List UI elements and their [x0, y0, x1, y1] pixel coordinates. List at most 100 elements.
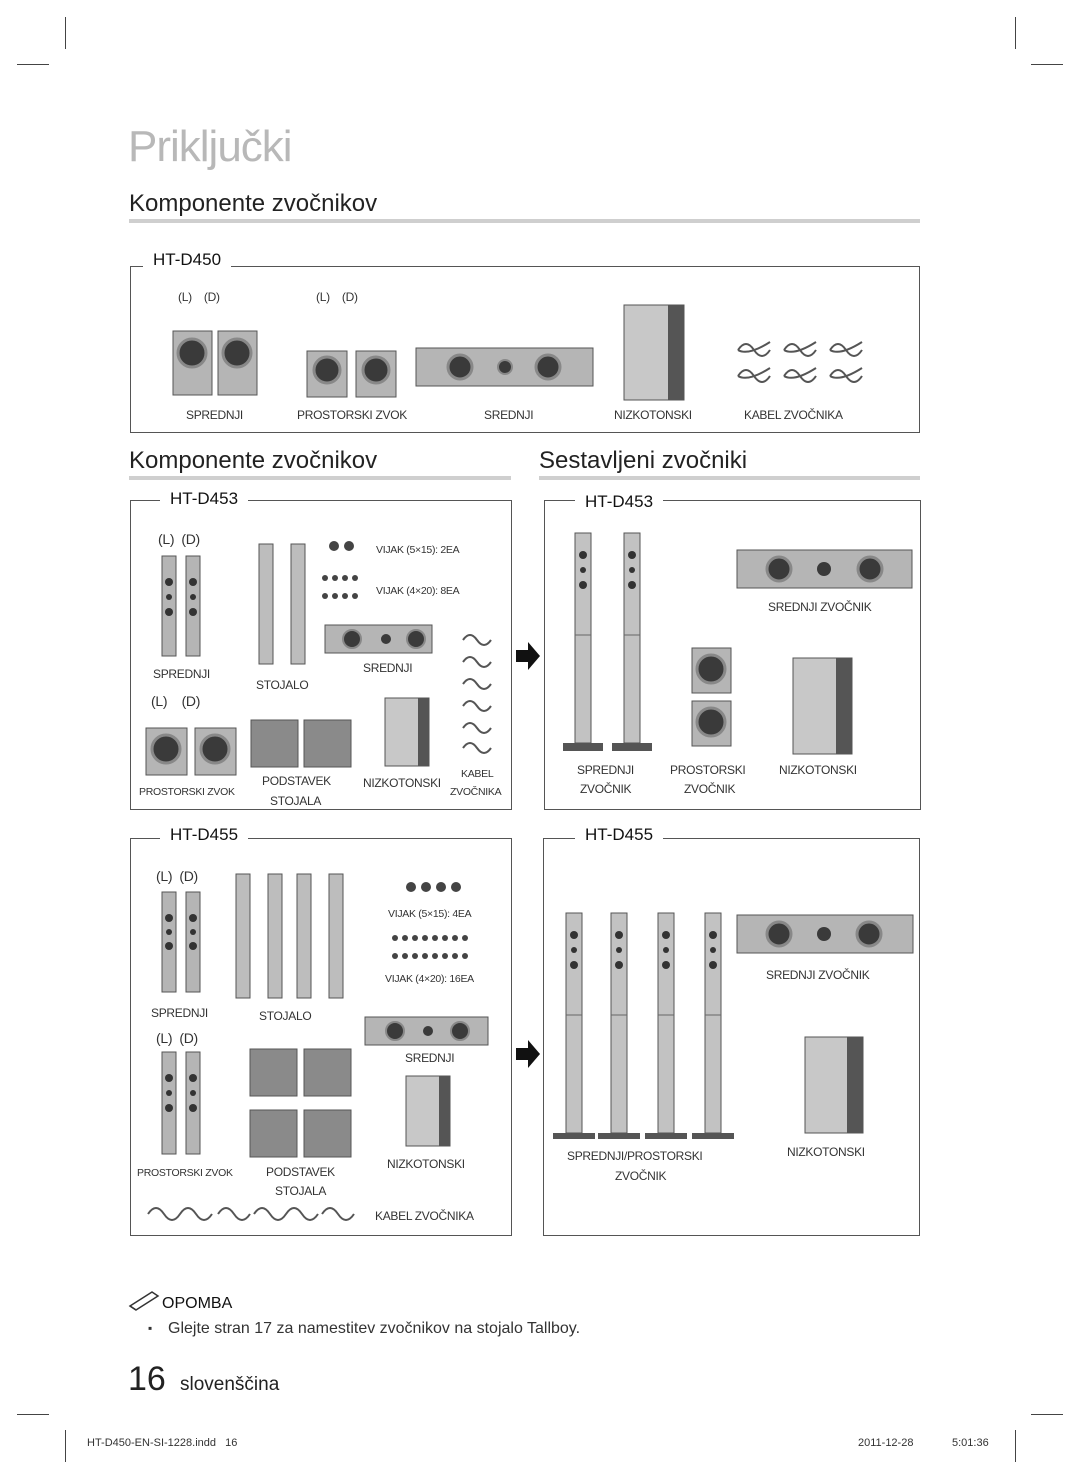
subwoofer-illustration	[384, 697, 430, 767]
cable-label: KABEL	[461, 768, 494, 780]
section-title: Komponente zvočnikov	[129, 190, 378, 217]
stand-base-label: STOJALA	[275, 1184, 327, 1198]
crop-mark	[17, 64, 49, 65]
center-speaker-illustration	[736, 914, 914, 954]
surround-speaker-illustration	[161, 1051, 201, 1155]
arrow-right-icon	[516, 642, 540, 670]
speaker-cable-illustration	[147, 1207, 355, 1221]
ht-d453-components-panel	[130, 500, 512, 810]
front-speaker-illustration	[172, 330, 258, 396]
front-label: SPREDNJI	[577, 763, 634, 777]
center-speaker-illustration	[364, 1016, 489, 1046]
subwoofer-label: NIZKOTONSKI	[787, 1145, 865, 1159]
speaker-cable-illustration	[737, 341, 863, 383]
center-label: SREDNJI ZVOČNIK	[768, 600, 872, 614]
page-number: 16	[128, 1360, 166, 1398]
screw-label: VIJAK (5×15): 2EA	[376, 544, 460, 556]
subwoofer-label: NIZKOTONSKI	[387, 1157, 465, 1171]
center-label: SREDNJI	[363, 661, 413, 675]
lr-label: (L) (D)	[156, 868, 198, 884]
screw-label: VIJAK (4×20): 16EA	[385, 973, 474, 985]
crop-mark	[1031, 1414, 1063, 1415]
ht-d450-panel	[130, 266, 920, 433]
note-text: Glejte stran 17 za namestitev zvočnikov …	[168, 1320, 581, 1337]
subwoofer-illustration	[623, 304, 685, 401]
language-label: slovenščina	[180, 1374, 280, 1395]
crop-mark	[1015, 1430, 1016, 1462]
footer-date: 2011-12-28	[858, 1437, 914, 1449]
center-label: SREDNJI	[405, 1051, 455, 1065]
surround-speaker-illustration	[306, 350, 397, 398]
subwoofer-label: NIZKOTONSKI	[614, 408, 692, 422]
crop-mark	[17, 1414, 49, 1415]
stand-illustration	[258, 543, 306, 665]
screw-label: VIJAK (5×15): 4EA	[388, 908, 472, 920]
cable-label: KABEL ZVOČNIKA	[375, 1209, 474, 1223]
lr-label: (L) (D)	[151, 693, 201, 709]
crop-mark	[1015, 17, 1016, 49]
note-heading: OPOMBA	[162, 1295, 233, 1312]
section-rule	[129, 219, 920, 223]
screw-illustration	[322, 541, 358, 599]
crop-mark	[65, 17, 66, 49]
lr-label: (L) (D)	[178, 290, 220, 304]
front-speaker-illustration	[161, 891, 201, 993]
surround-label: PROSTORSKI ZVOK	[139, 786, 235, 798]
ht-d453-assembled-panel	[544, 500, 921, 810]
front-speaker-illustration	[161, 555, 201, 657]
subwoofer-label: NIZKOTONSKI	[363, 776, 441, 790]
model-label: HT-D453	[160, 489, 249, 509]
pencil-note-icon	[128, 1291, 160, 1311]
footer-time: 5:01:36	[952, 1437, 989, 1449]
center-speaker-illustration	[415, 347, 594, 387]
screw-label: VIJAK (4×20): 8EA	[376, 585, 460, 597]
lr-label: (L) (D)	[316, 290, 358, 304]
front-label: SPREDNJI	[153, 667, 210, 681]
center-label: SREDNJI ZVOČNIK	[766, 968, 870, 982]
ht-d455-components-panel	[130, 838, 512, 1236]
center-speaker-illustration	[324, 624, 433, 654]
lr-label: (L) (D)	[158, 531, 200, 547]
surround-label: PROSTORSKI ZVOK	[297, 408, 407, 422]
model-label: HT-D453	[575, 492, 664, 512]
stand-base-illustration	[250, 719, 352, 768]
surround-label: PROSTORSKI	[670, 763, 746, 777]
section-title: Sestavljeni zvočniki	[539, 447, 748, 474]
surround-label: PROSTORSKI ZVOK	[137, 1167, 233, 1179]
section-rule	[539, 476, 920, 480]
crop-mark	[1031, 64, 1063, 65]
tallboy-speaker-illustration	[553, 912, 734, 1139]
stand-base-label: PODSTAVEK	[266, 1165, 335, 1179]
stand-label: STOJALO	[259, 1009, 312, 1023]
surround-speaker-illustration	[145, 727, 237, 776]
surround-speaker-illustration	[691, 647, 732, 747]
stand-base-illustration	[249, 1048, 352, 1158]
center-label: SREDNJI	[484, 408, 534, 422]
cable-label: ZVOČNIKA	[450, 786, 502, 798]
stand-label: STOJALO	[256, 678, 309, 692]
subwoofer-illustration	[792, 657, 853, 755]
stand-base-label: PODSTAVEK	[262, 774, 331, 788]
note-bullet: ▪	[148, 1321, 153, 1335]
ht-d455-assembled-panel	[543, 838, 920, 1236]
tallboy-speaker-illustration	[563, 532, 652, 751]
footer-file: HT-D450-EN-SI-1228.indd 16	[87, 1437, 238, 1449]
model-label: HT-D450	[143, 250, 232, 270]
model-label: HT-D455	[160, 825, 249, 845]
lr-label: (L) (D)	[156, 1030, 198, 1046]
front-surround-label: SPREDNJI/PROSTORSKI	[567, 1149, 703, 1163]
front-surround-label: ZVOČNIK	[615, 1169, 667, 1183]
cable-label: KABEL ZVOČNIKA	[744, 408, 843, 422]
speaker-cable-illustration	[462, 634, 492, 754]
center-speaker-illustration	[736, 549, 913, 589]
section-rule	[129, 476, 511, 480]
subwoofer-illustration	[405, 1075, 451, 1147]
subwoofer-label: NIZKOTONSKI	[779, 763, 857, 777]
crop-mark	[65, 1430, 66, 1462]
stand-illustration	[235, 873, 344, 999]
arrow-right-icon	[516, 1040, 540, 1068]
page-title: Priključki	[128, 122, 293, 171]
